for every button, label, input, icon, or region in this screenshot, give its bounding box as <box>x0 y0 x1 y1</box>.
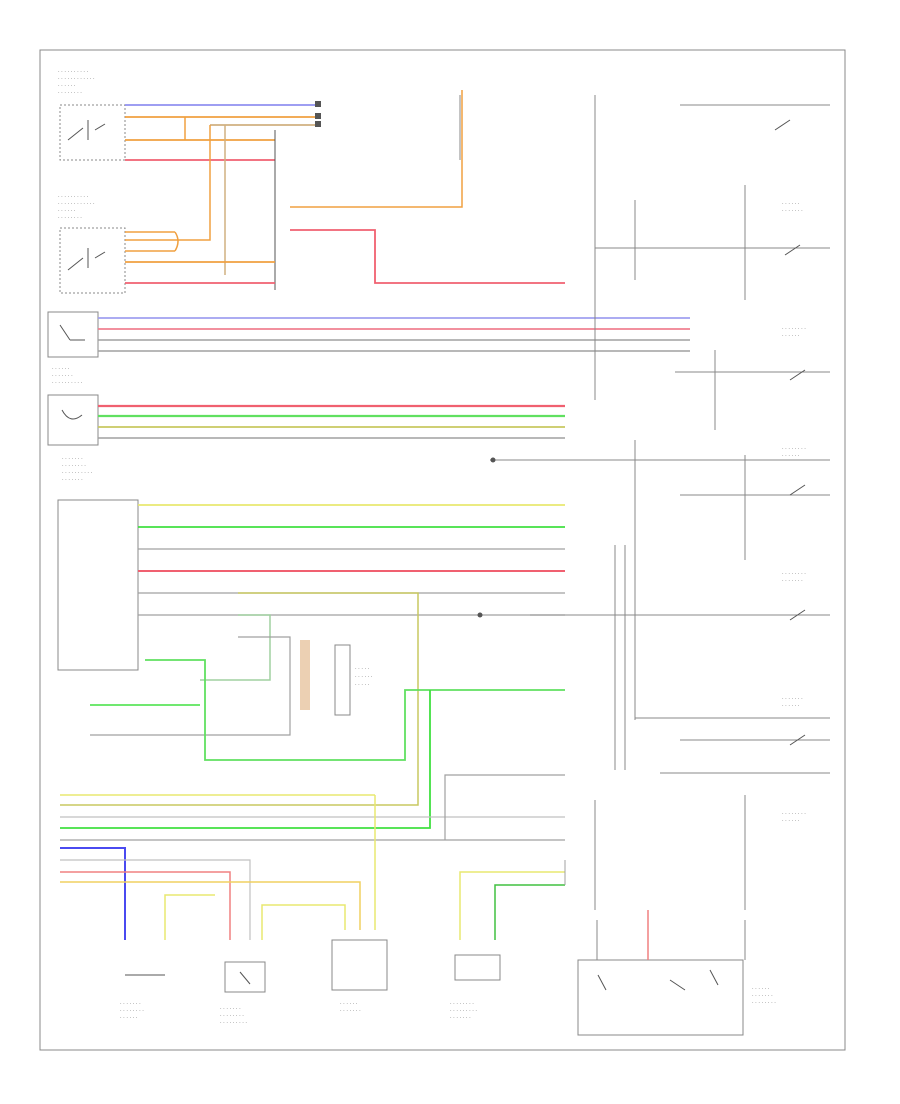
component-bottom-3: · · · · · · · · · · · · · <box>331 939 388 1014</box>
svg-text:· · · · · ·: · · · · · · <box>340 1001 358 1007</box>
wire-orange-loop <box>125 125 211 241</box>
component-left-switch <box>47 311 99 358</box>
component-top-left-2: · · · · · · · · · · · · · · · · · · · · … <box>58 194 126 294</box>
wires-top <box>125 90 565 290</box>
svg-text:· · · · · · ·: · · · · · · · <box>52 373 73 379</box>
component-bottom-4: · · · · · · · · · · · · · · · · · · · · … <box>450 954 501 1021</box>
svg-text:· · · · · ·: · · · · · · <box>58 208 76 214</box>
svg-text:· · · · · · · · ·: · · · · · · · · · <box>220 1020 247 1026</box>
svg-text:· · · · · · · · ·: · · · · · · · · · <box>450 1008 477 1014</box>
svg-text:· · · · · · · ·: · · · · · · · · <box>782 811 806 817</box>
svg-text:· · · · · · · ·: · · · · · · · · <box>58 90 82 96</box>
component-top-left-1: · · · · · · · · · · · · · · · · · · · · … <box>58 69 126 161</box>
svg-text:· · · · · · · · · ·: · · · · · · · · · · <box>52 380 83 386</box>
svg-text:· · · · · · · ·: · · · · · · · · <box>450 1001 474 1007</box>
diagram-frame <box>39 49 846 1051</box>
svg-text:· · · · · ·: · · · · · · <box>58 83 76 89</box>
component-left-module: · · · · · · · · · · · · · · · · · · · · … <box>57 456 139 671</box>
svg-text:· · · · · · ·: · · · · · · · <box>120 1001 141 1007</box>
svg-text:· · · · · ·: · · · · · · <box>52 366 70 372</box>
svg-text:· · · · · · ·: · · · · · · · <box>450 1015 471 1021</box>
svg-text:· · · · · ·: · · · · · · <box>120 1015 138 1021</box>
svg-text:· · · · · · · ·: · · · · · · · · <box>782 571 806 577</box>
svg-text:· · · · · · · · · ·: · · · · · · · · · · <box>58 194 89 200</box>
svg-text:· · · · ·: · · · · · <box>355 682 370 688</box>
svg-text:· · · · · ·: · · · · · · <box>782 818 800 824</box>
wires-lower <box>60 774 566 940</box>
svg-text:· · · · · · ·: · · · · · · · <box>782 696 803 702</box>
svg-text:· · · · · ·: · · · · · · <box>782 703 800 709</box>
svg-text:· · · · · ·: · · · · · · <box>782 453 800 459</box>
svg-text:· · · · · ·: · · · · · · <box>782 201 800 207</box>
svg-text:· · · · ·: · · · · · <box>355 666 370 672</box>
svg-text:· · · · · · ·: · · · · · · · <box>752 993 773 999</box>
svg-text:· · · · · · ·: · · · · · · · <box>62 477 83 483</box>
svg-text:· · · · · ·: · · · · · · <box>355 674 373 680</box>
svg-text:· · · · · · · · · ·: · · · · · · · · · · <box>58 69 89 75</box>
component-mid-relay: · · · · · · · · · · · · · · · · <box>300 640 373 716</box>
svg-text:· · · · · · ·: · · · · · · · <box>782 578 803 584</box>
svg-text:· · · · · · · · · · · ·: · · · · · · · · · · · · <box>58 201 95 207</box>
component-left-sensor: · · · · · · · · · · · · · · · · · · · · … <box>47 366 99 446</box>
svg-text:· · · · · · · · · · · ·: · · · · · · · · · · · · <box>58 76 95 82</box>
component-bottom-right-module: · · · · · · · · · · · · · · · · · · · · … <box>577 910 776 1036</box>
svg-text:· · · · · · · ·: · · · · · · · · <box>752 1000 776 1006</box>
svg-text:· · · · · · · ·: · · · · · · · · <box>782 446 806 452</box>
wire-pink-to-right <box>290 229 565 284</box>
svg-text:· · · · · · · ·: · · · · · · · · <box>782 326 806 332</box>
svg-text:· · · · · · · ·: · · · · · · · · <box>120 1008 144 1014</box>
svg-text:· · · · · ·: · · · · · · <box>782 333 800 339</box>
component-bottom-1: · · · · · · · · · · · · · · · · · · · · … <box>120 974 165 1021</box>
svg-text:· · · · · · · · · ·: · · · · · · · · · · <box>62 470 93 476</box>
svg-text:· · · · · · ·: · · · · · · · <box>220 1006 241 1012</box>
right-side-switches: · · · · · · · · · · · · · · · · · · · · … <box>459 95 830 910</box>
svg-text:· · · · · · ·: · · · · · · · <box>62 456 83 462</box>
svg-text:· · · · · · · ·: · · · · · · · · <box>220 1013 244 1019</box>
wires-mid-bus <box>98 317 690 461</box>
svg-text:· · · · · · · ·: · · · · · · · · <box>62 463 86 469</box>
wires-module <box>60 504 565 829</box>
svg-text:· · · · · ·: · · · · · · <box>752 986 770 992</box>
component-bottom-2: · · · · · · · · · · · · · · · · · · · · … <box>220 961 266 1026</box>
svg-text:· · · · · · · ·: · · · · · · · · <box>58 215 82 221</box>
svg-text:· · · · · · ·: · · · · · · · <box>340 1008 361 1014</box>
wire-orange-to-top <box>290 90 463 208</box>
svg-text:· · · · · · ·: · · · · · · · <box>782 208 803 214</box>
